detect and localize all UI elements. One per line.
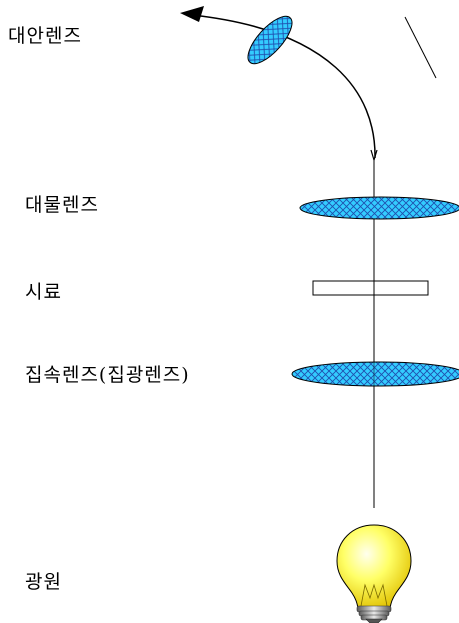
condenser-label: 집속렌즈(집광렌즈) [25,364,190,386]
reflected-light-path [191,14,376,159]
axis-top-tick [370,149,378,163]
arrow-head-icon [180,6,204,22]
condenser-lens [291,361,459,387]
eyepiece-label: 대안렌즈 [8,25,82,47]
light-bulb-icon [336,524,412,623]
specimen-slide [312,280,429,296]
eyepiece-lens [247,15,293,65]
light-source-label: 광원 [25,571,62,593]
mirror-line [404,16,437,79]
objective-lens [299,196,459,220]
specimen-label: 시료 [25,281,62,303]
objective-label: 대물렌즈 [25,194,99,216]
